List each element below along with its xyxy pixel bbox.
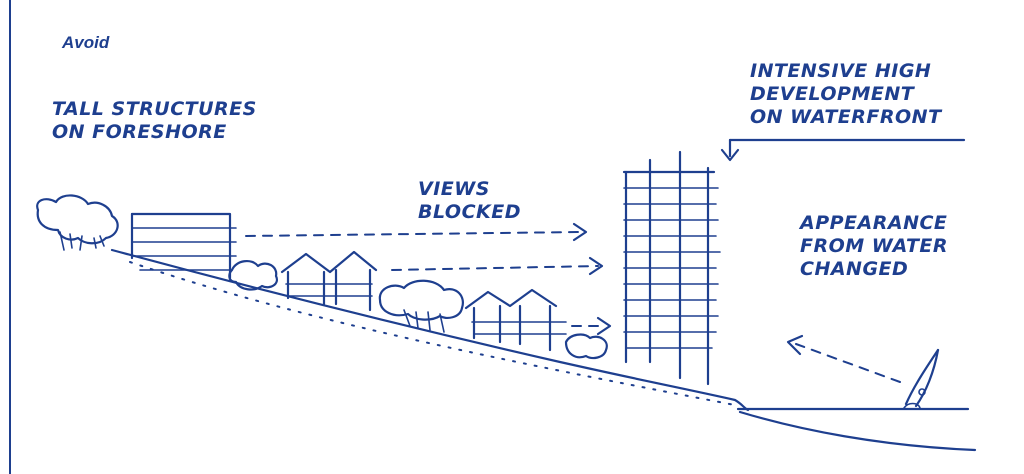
highrise-tower (624, 152, 720, 384)
underwater-bank (740, 412, 975, 450)
shrub-1 (229, 261, 277, 289)
view-arrow-from-water (788, 336, 900, 382)
shrub-2 (566, 335, 607, 358)
sailboard (904, 350, 938, 408)
house-lower (466, 290, 566, 350)
leader-arrow-development (722, 140, 964, 160)
houses-pair (282, 252, 376, 310)
view-arrow-3 (572, 318, 610, 334)
bush-cluster-middle (380, 281, 463, 332)
view-arrow-1 (246, 224, 586, 240)
view-arrow-2 (392, 258, 602, 274)
tree-cluster-left (37, 195, 117, 250)
